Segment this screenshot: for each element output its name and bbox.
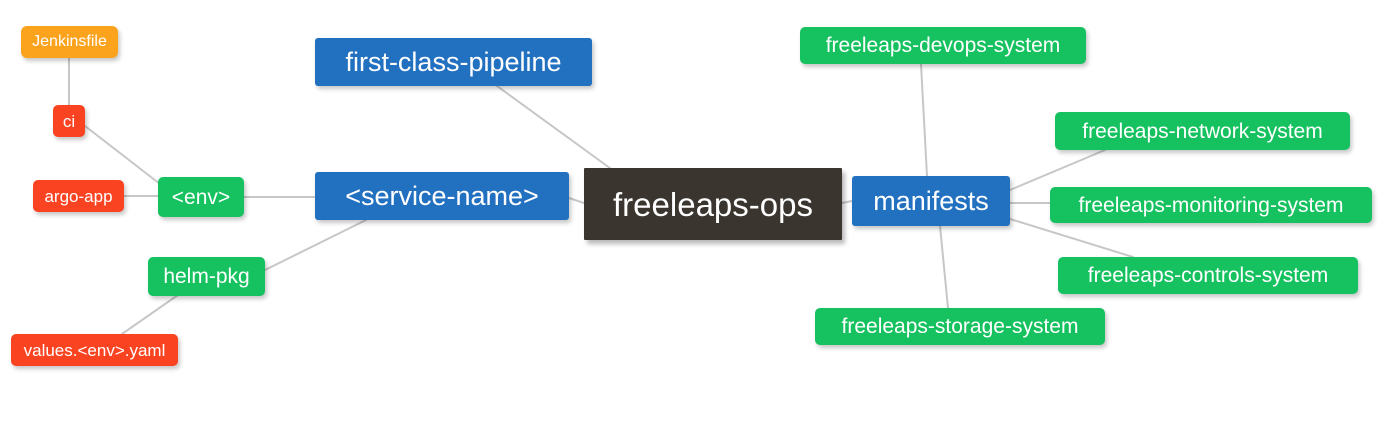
node-label-values-env-yaml: values.<env>.yaml	[23, 340, 166, 360]
node-first-class-pipeline[interactable]: first-class-pipeline	[315, 38, 592, 86]
node-label-service-name: <service-name>	[345, 180, 539, 211]
edge-env-to-ci	[84, 125, 161, 185]
node-helm-pkg[interactable]: helm-pkg	[148, 257, 265, 296]
edge-manifests-to-freeleaps-controls-system	[1009, 218, 1134, 258]
edge-helm-pkg-to-values-env-yaml	[121, 294, 179, 335]
edge-freeleaps-ops-to-first-class-pipeline	[496, 85, 615, 172]
node-label-freeleaps-ops: freeleaps-ops	[613, 185, 813, 223]
node-freeleaps-ops[interactable]: freeleaps-ops	[584, 168, 842, 240]
node-label-freeleaps-monitoring-system: freeleaps-monitoring-system	[1078, 193, 1344, 217]
node-label-env: <env>	[171, 185, 231, 209]
node-env[interactable]: <env>	[158, 177, 244, 217]
edge-manifests-to-freeleaps-network-system	[1009, 149, 1106, 191]
node-label-helm-pkg: helm-pkg	[163, 265, 250, 288]
node-manifests[interactable]: manifests	[852, 176, 1010, 226]
node-ci[interactable]: ci	[53, 105, 85, 137]
node-label-jenkinsfile: Jenkinsfile	[32, 33, 107, 50]
node-freeleaps-storage-system[interactable]: freeleaps-storage-system	[815, 308, 1105, 345]
node-service-name[interactable]: <service-name>	[315, 172, 569, 220]
node-freeleaps-monitoring-system[interactable]: freeleaps-monitoring-system	[1050, 187, 1372, 223]
edge-service-name-to-helm-pkg	[264, 219, 367, 271]
node-values-env-yaml[interactable]: values.<env>.yaml	[11, 334, 178, 366]
node-label-manifests: manifests	[873, 185, 989, 216]
node-freeleaps-controls-system[interactable]: freeleaps-controls-system	[1058, 257, 1358, 294]
node-label-freeleaps-devops-system: freeleaps-devops-system	[825, 34, 1061, 57]
edge-freeleaps-ops-to-service-name	[568, 197, 585, 204]
node-jenkinsfile[interactable]: Jenkinsfile	[21, 26, 118, 58]
node-freeleaps-devops-system[interactable]: freeleaps-devops-system	[800, 27, 1086, 64]
edge-manifests-to-freeleaps-devops-system	[920, 63, 928, 177]
node-freeleaps-network-system[interactable]: freeleaps-network-system	[1055, 112, 1350, 150]
node-label-ci: ci	[62, 111, 76, 131]
node-argo-app[interactable]: argo-app	[33, 180, 124, 212]
node-label-freeleaps-controls-system: freeleaps-controls-system	[1087, 264, 1329, 287]
node-label-first-class-pipeline: first-class-pipeline	[345, 46, 562, 77]
edge-freeleaps-ops-to-manifests	[841, 200, 853, 204]
node-label-argo-app: argo-app	[44, 186, 113, 206]
node-label-freeleaps-network-system: freeleaps-network-system	[1082, 119, 1323, 143]
edge-manifests-to-freeleaps-storage-system	[939, 225, 949, 309]
node-label-freeleaps-storage-system: freeleaps-storage-system	[841, 315, 1079, 338]
